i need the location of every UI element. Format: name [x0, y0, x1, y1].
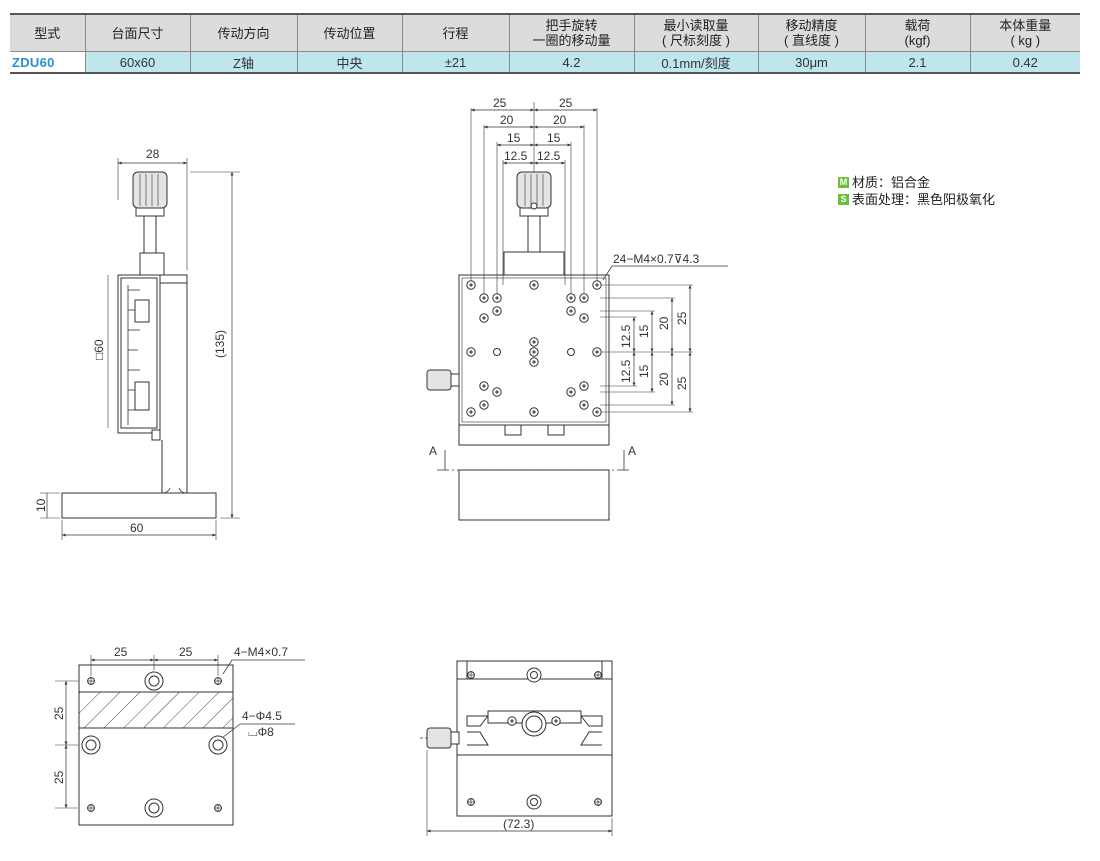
svg-text:25: 25 [52, 770, 66, 784]
spec-header-8: 载荷(kgf) [865, 13, 971, 52]
legend-material-text: 材质：铝合金 [852, 175, 931, 190]
spec-header-row: 型式台面尺寸传动方向传动位置行程把手旋转一圈的移动量最小读取量( 尺标刻度 )移… [10, 13, 1080, 52]
spec-header-4: 行程 [402, 13, 510, 52]
spec-header-3: 传动位置 [297, 13, 403, 52]
spec-header-9: 本体重量( kg ) [970, 13, 1080, 52]
counterbore-note: 4−Φ4.5 [242, 709, 282, 723]
spec-value-cell: 0.1mm/刻度 [634, 51, 759, 74]
dim-base-width: 60 [130, 521, 144, 535]
spec-header-line: ( 尺标刻度 ) [662, 33, 730, 48]
svg-text:15: 15 [547, 131, 561, 145]
svg-text:25: 25 [675, 311, 689, 325]
side-view-drawing [40, 158, 240, 540]
front-view-holes [466, 667, 603, 810]
svg-text:12.5: 12.5 [619, 359, 633, 383]
spec-value-cell: 0.42 [970, 51, 1080, 74]
surface-badge-icon: S [838, 194, 849, 205]
dim-height: (135) [213, 330, 227, 358]
section-label-right: A [628, 444, 636, 458]
spec-header-line: 传动方向 [217, 25, 270, 41]
spec-value-cell: 中央 [297, 51, 403, 74]
spec-header-1: 台面尺寸 [85, 13, 191, 52]
spec-header-line: ( kg ) [1010, 33, 1041, 48]
spec-header-line: 传动位置 [323, 25, 376, 41]
svg-text:15: 15 [637, 364, 651, 378]
top-view-dimensions: 25 25 20 20 15 15 12.5 12.5 25 25 20 20 … [429, 96, 700, 458]
spec-value-cell: 60x60 [85, 51, 191, 74]
top-view-holes [466, 280, 602, 417]
spec-value-cell: 30μm [758, 51, 866, 74]
svg-text:25: 25 [675, 376, 689, 390]
bottom-view-drawing [55, 655, 305, 826]
spec-header-line: 台面尺寸 [111, 25, 164, 41]
legend-surface-text: 表面处理：黑色阳极氧化 [852, 192, 996, 207]
spec-value-cell: ±21 [402, 51, 510, 74]
spec-header-line: 本体重量 [999, 18, 1052, 33]
dim-table-size: □60 [92, 339, 106, 360]
front-view-drawing [420, 660, 613, 836]
svg-text:12.5: 12.5 [504, 149, 528, 163]
spec-header-6: 最小读取量( 尺标刻度 ) [634, 13, 759, 52]
spec-value-cell: Z轴 [190, 51, 298, 74]
material-legend: M 材质：铝合金 S 表面处理：黑色阳极氧化 [838, 174, 995, 208]
spec-header-line: 型式 [34, 25, 61, 41]
legend-material: M 材质：铝合金 [838, 174, 995, 191]
spec-header-0: 型式 [10, 13, 86, 52]
spec-header-line: 最小读取量 [663, 18, 729, 33]
svg-text:25: 25 [114, 645, 128, 659]
tap-note: 4−M4×0.7 [234, 645, 288, 659]
spec-header-line: 载荷 [904, 18, 931, 33]
svg-text:25: 25 [179, 645, 193, 659]
bottom-view-dimensions: 25 25 25 25 4−M4×0.7 4−Φ4.5 ⌴Φ8 [52, 645, 288, 784]
section-label-left: A [429, 444, 437, 458]
counterbore-depth: ⌴Φ8 [248, 725, 274, 739]
spec-table-container: 型式台面尺寸传动方向传动位置行程把手旋转一圈的移动量最小读取量( 尺标刻度 )移… [10, 13, 1080, 74]
top-view-drawing [426, 102, 728, 521]
spec-model-cell: ZDU60 [10, 51, 86, 74]
svg-text:12.5: 12.5 [619, 324, 633, 348]
svg-text:15: 15 [637, 324, 651, 338]
dim-overall-width: (72.3) [503, 817, 534, 831]
svg-text:25: 25 [559, 96, 573, 110]
spec-header-2: 传动方向 [190, 13, 298, 52]
svg-text:15: 15 [507, 131, 521, 145]
spec-header-line: ( 直线度 ) [784, 33, 839, 48]
svg-text:25: 25 [52, 706, 66, 720]
spec-header-line: 一圈的移动量 [532, 33, 611, 48]
legend-surface: S 表面处理：黑色阳极氧化 [838, 191, 995, 208]
svg-text:20: 20 [500, 113, 514, 127]
dim-base-thickness: 10 [34, 498, 48, 512]
material-badge-icon: M [838, 177, 849, 188]
spec-value-cell: 4.2 [509, 51, 635, 74]
spec-header-7: 移动精度( 直线度 ) [758, 13, 866, 52]
svg-text:25: 25 [493, 96, 507, 110]
bottom-view-holes [81, 671, 228, 818]
svg-text:20: 20 [657, 316, 671, 330]
spec-header-line: 把手旋转 [545, 18, 598, 33]
spec-table: 型式台面尺寸传动方向传动位置行程把手旋转一圈的移动量最小读取量( 尺标刻度 )移… [10, 13, 1080, 74]
svg-text:20: 20 [553, 113, 567, 127]
svg-text:12.5: 12.5 [537, 149, 561, 163]
spec-header-5: 把手旋转一圈的移动量 [509, 13, 635, 52]
spec-header-line: 移动精度 [785, 18, 838, 33]
spec-header-line: 行程 [442, 25, 469, 41]
dim-top-width: 28 [146, 147, 160, 161]
spec-header-line: (kgf) [904, 33, 931, 48]
holes-note: 24−M4×0.7⊽4.3 [613, 252, 700, 266]
spec-value-cell: 2.1 [865, 51, 971, 74]
svg-text:20: 20 [657, 372, 671, 386]
